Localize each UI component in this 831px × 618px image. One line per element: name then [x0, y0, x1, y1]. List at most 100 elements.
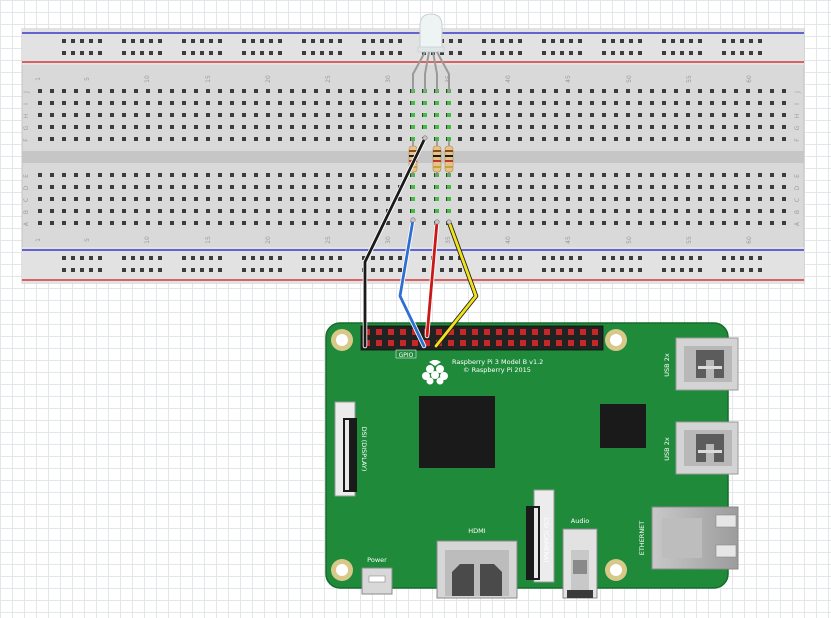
gpio-pin[interactable] — [388, 340, 394, 346]
gpio-pin[interactable] — [508, 340, 514, 346]
breadboard-hole — [122, 256, 126, 260]
gpio-pin[interactable] — [388, 329, 394, 335]
gpio-pin[interactable] — [556, 340, 562, 346]
breadboard-hole — [338, 89, 342, 93]
breadboard-hole — [422, 209, 426, 213]
breadboard-hole — [518, 185, 522, 189]
gpio-pin[interactable] — [376, 329, 382, 335]
breadboard-hole — [62, 209, 66, 213]
breadboard-hole — [590, 125, 594, 129]
gpio-pin[interactable] — [460, 329, 466, 335]
yellow-wire[interactable] — [433, 219, 479, 349]
gpio-pin[interactable] — [592, 340, 598, 346]
black-wire[interactable] — [362, 135, 428, 349]
breadboard-hole — [38, 197, 42, 201]
usb-port[interactable] — [675, 421, 739, 475]
breadboard-hole — [590, 137, 594, 141]
breadboard-hole — [170, 209, 174, 213]
resistors — [408, 140, 454, 177]
rgb-led[interactable] — [412, 13, 450, 92]
breadboard-hole — [62, 125, 66, 129]
breadboard-hole — [80, 256, 84, 260]
gpio-pin[interactable] — [520, 329, 526, 335]
usb-port[interactable] — [675, 337, 739, 391]
breadboard-hole — [269, 256, 273, 260]
gpio-pin[interactable] — [532, 340, 538, 346]
row-letter: B — [794, 210, 801, 214]
csi-connector[interactable] — [526, 489, 555, 583]
breadboard-hole — [671, 268, 675, 272]
resistor[interactable] — [444, 140, 454, 177]
gpio-pin[interactable] — [580, 329, 586, 335]
breadboard-hole — [542, 89, 546, 93]
breadboard-hole — [734, 173, 738, 177]
gpio-pin[interactable] — [448, 340, 454, 346]
breadboard-hole — [530, 221, 534, 225]
breadboard-hole — [302, 51, 306, 55]
gpio-pin[interactable] — [532, 329, 538, 335]
col-number: 15 — [205, 75, 212, 83]
dsi-connector[interactable] — [334, 401, 357, 497]
breadboard-hole — [722, 268, 726, 272]
gpio-pin[interactable] — [472, 340, 478, 346]
breadboard-hole — [86, 125, 90, 129]
gpio-pin[interactable] — [580, 340, 586, 346]
gpio-pin[interactable] — [400, 340, 406, 346]
gpio-pin[interactable] — [568, 329, 574, 335]
wire-ends — [410, 135, 452, 225]
breadboard-hole — [209, 268, 213, 272]
blue-wire[interactable] — [397, 217, 427, 349]
audio-jack[interactable] — [562, 528, 598, 599]
breadboard-hole — [230, 125, 234, 129]
breadboard-hole — [470, 125, 474, 129]
gpio-pin[interactable] — [376, 340, 382, 346]
breadboard-hole — [458, 89, 462, 93]
breadboard-hole — [110, 89, 114, 93]
breadboard-hole — [611, 51, 615, 55]
gpio-pin[interactable] — [484, 329, 490, 335]
col-number: 50 — [626, 75, 633, 83]
gpio-pin[interactable] — [496, 340, 502, 346]
gpio-pin[interactable] — [448, 329, 454, 335]
breadboard-hole — [134, 221, 138, 225]
breadboard-hole — [329, 256, 333, 260]
col-number: 55 — [686, 75, 693, 83]
breadboard-hole — [578, 221, 582, 225]
gpio-pin[interactable] — [544, 329, 550, 335]
gpio-pin[interactable] — [520, 340, 526, 346]
breadboard-hole — [182, 221, 186, 225]
gpio-pin[interactable] — [508, 329, 514, 335]
gpio-pin[interactable] — [424, 340, 430, 346]
breadboard-hole — [578, 125, 582, 129]
gpio-pin[interactable] — [592, 329, 598, 335]
gpio-pin[interactable] — [412, 340, 418, 346]
breadboard-hole — [170, 125, 174, 129]
gpio-pin[interactable] — [484, 340, 490, 346]
gpio-pin[interactable] — [460, 340, 466, 346]
gpio-pin[interactable] — [568, 340, 574, 346]
gpio-pin[interactable] — [472, 329, 478, 335]
breadboard-hole — [518, 197, 522, 201]
hdmi-port[interactable] — [436, 540, 518, 599]
breadboard-hole — [566, 221, 570, 225]
gpio-pin[interactable] — [436, 329, 442, 335]
ethernet-port[interactable] — [651, 506, 739, 570]
breadboard-hole — [200, 268, 204, 272]
breadboard-hole — [740, 268, 744, 272]
breadboard-hole — [626, 185, 630, 189]
breadboard-hole — [542, 51, 546, 55]
breadboard-hole — [278, 89, 282, 93]
breadboard-hole — [122, 221, 126, 225]
gpio-pin[interactable] — [544, 340, 550, 346]
breadboard-hole — [62, 256, 66, 260]
gpio-pin[interactable] — [556, 329, 562, 335]
breadboard-hole — [782, 209, 786, 213]
power-port[interactable] — [361, 567, 393, 595]
col-number: 45 — [565, 236, 572, 244]
breadboard-hole — [314, 113, 318, 117]
gpio-pin[interactable] — [400, 329, 406, 335]
resistor[interactable] — [432, 140, 442, 177]
breadboard-hole — [254, 125, 258, 129]
red-wire[interactable] — [424, 219, 440, 339]
gpio-pin[interactable] — [496, 329, 502, 335]
